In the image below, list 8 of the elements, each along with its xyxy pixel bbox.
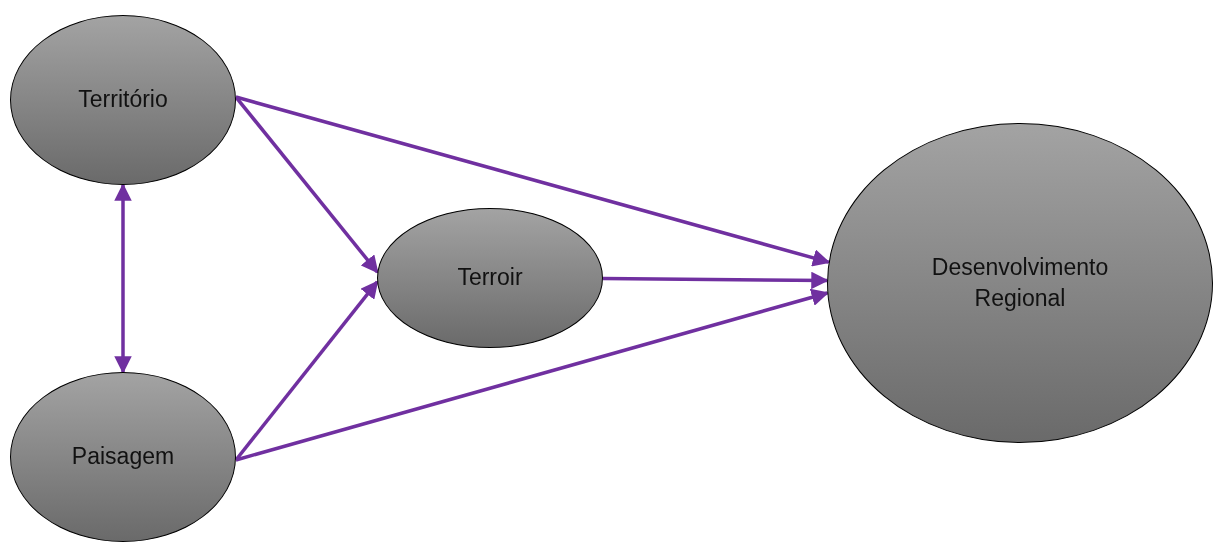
node-label: Paisagem bbox=[71, 442, 175, 472]
arrow bbox=[603, 271, 829, 290]
node-label: Terroir bbox=[457, 263, 523, 293]
arrow bbox=[235, 95, 831, 267]
arrow bbox=[114, 183, 132, 374]
node-label: Território bbox=[78, 85, 168, 115]
node-label: Desenvolvimento Regional bbox=[930, 252, 1110, 313]
arrow bbox=[235, 288, 830, 462]
